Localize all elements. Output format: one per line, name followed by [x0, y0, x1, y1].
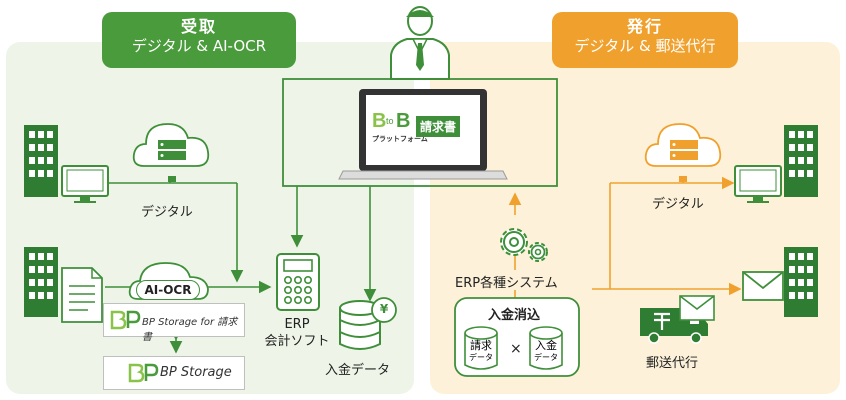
erp-systems-label: ERP各種システム [455, 276, 558, 291]
deposit-data-line1: 入金 [535, 339, 557, 352]
monitor-icon [61, 165, 109, 203]
invoice-data-line1: 請求 [470, 339, 492, 352]
logo-to: to [386, 116, 394, 126]
issue-subtitle: デジタル & 郵送代行 [574, 37, 716, 55]
envelope-icon [742, 271, 784, 301]
bp-storage-for-invoice-logo: BP Storage for 請求書 [103, 303, 245, 343]
invoice-data-db-icon [464, 326, 498, 370]
bp-storage-logo: BP Storage [103, 356, 245, 390]
building-icon-issue [784, 125, 818, 197]
cloud-server-icon [132, 123, 210, 182]
deposit-data-label-issue: 入金 データ [530, 340, 562, 364]
erp-label: ERP 会計ソフト [262, 316, 332, 350]
erp-label-line1: ERP [284, 317, 310, 332]
bp-mark-icon [110, 310, 141, 330]
gear-icon [500, 228, 548, 262]
document-icon [61, 267, 103, 323]
building-icon-2 [24, 247, 58, 317]
building-icon [24, 125, 58, 197]
deposit-database-icon [339, 297, 397, 350]
deposit-data-line2: データ [534, 353, 558, 362]
building-icon-issue-2 [784, 247, 818, 317]
bp-storage-text: BP Storage [160, 365, 232, 380]
issue-connectors [508, 176, 742, 298]
invoice-data-label: 請求 データ [465, 340, 497, 364]
logo-invoice: 請求書 [416, 116, 461, 137]
erp-label-line2: 会計ソフト [264, 334, 330, 349]
issue-title: 発行 [626, 17, 663, 36]
yen-symbol: ¥ [379, 302, 389, 316]
cloud-server-icon-issue [644, 123, 722, 182]
reconcile-title: 入金消込 [488, 308, 541, 323]
invoice-data-line2: データ [469, 353, 493, 362]
receive-title: 受取 [180, 17, 217, 36]
logo-b1: B [372, 110, 387, 132]
bp-storage-for-text: BP Storage for 請求書 [142, 317, 238, 343]
receive-subtitle: デジタル & AI-OCR [131, 37, 267, 55]
issue-digital-label: デジタル [652, 197, 704, 212]
monitor-icon-issue [734, 165, 782, 203]
envelope-icon-2 [679, 295, 715, 321]
deposit-data-db-icon [529, 326, 563, 370]
ai-ocr-label: AI-OCR [136, 280, 200, 300]
issue-badge: 発行 デジタル & 郵送代行 [552, 12, 738, 68]
logo-sub: プラットフォーム [372, 135, 428, 143]
mail-service-label: 郵送代行 [646, 356, 699, 371]
erp-calculator-icon [276, 253, 320, 311]
person-icon [390, 6, 450, 80]
btob-logo: B to B プラットフォーム 請求書 [372, 110, 476, 148]
times-symbol: × [510, 341, 522, 357]
receive-digital-label: デジタル [141, 205, 193, 220]
logo-b2: B [396, 110, 411, 132]
deposit-data-label: 入金データ [325, 363, 391, 378]
bp-mark-icon-2 [128, 363, 159, 383]
receive-badge: 受取 デジタル & AI-OCR [102, 12, 296, 68]
